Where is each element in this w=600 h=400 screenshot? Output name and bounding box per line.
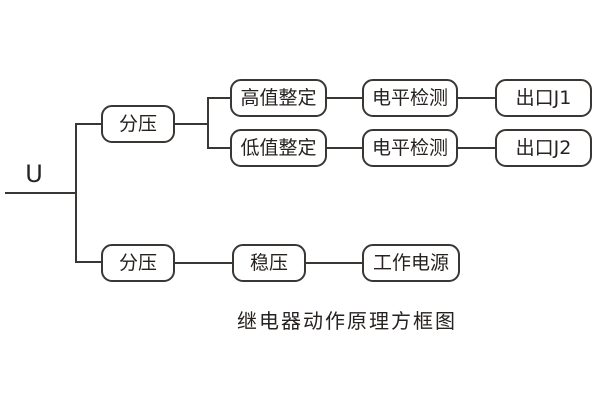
connector-trunk-to-divider-top <box>76 123 101 125</box>
block-outlet-j1-label: 出口J1 <box>515 86 572 109</box>
block-divider-top-label: 分压 <box>118 112 157 135</box>
connector-low-to-level-detect <box>327 147 362 149</box>
connector-split-vertical <box>207 97 209 149</box>
block-low-setting: 低值整定 <box>230 129 327 167</box>
block-outlet-j2-label: 出口J2 <box>515 136 572 159</box>
block-working-power-label: 工作电源 <box>372 251 449 274</box>
connector-split-to-high-setting <box>208 97 230 99</box>
connector-split-to-low-setting <box>208 147 230 149</box>
block-level-detect-2-label: 电平检测 <box>371 136 448 159</box>
connector-trunk-vertical <box>75 123 77 263</box>
connector-input-line <box>5 192 76 194</box>
connector-trunk-to-divider-bottom <box>76 261 101 263</box>
connector-level-detect-to-outlet-j1 <box>458 97 495 99</box>
connector-high-to-level-detect <box>327 97 362 99</box>
block-regulator-label: 稳压 <box>249 251 288 274</box>
block-divider-bottom: 分压 <box>101 244 175 282</box>
block-outlet-j2: 出口J2 <box>495 129 592 167</box>
block-level-detect-1: 电平检测 <box>362 79 458 117</box>
connector-level-detect-to-outlet-j2 <box>458 147 495 149</box>
connector-divider-to-split <box>175 123 209 125</box>
block-outlet-j1: 出口J1 <box>495 79 592 117</box>
block-divider-top: 分压 <box>101 105 175 143</box>
connector-divider-to-regulator <box>175 262 232 264</box>
block-regulator: 稳压 <box>232 244 306 282</box>
block-divider-bottom-label: 分压 <box>118 251 157 274</box>
connector-regulator-to-working-power <box>306 262 362 264</box>
diagram-caption: 继电器动作原理方框图 <box>237 309 457 333</box>
block-working-power: 工作电源 <box>362 244 460 282</box>
block-level-detect-1-label: 电平检测 <box>371 86 448 109</box>
block-low-setting-label: 低值整定 <box>240 136 317 159</box>
block-high-setting: 高值整定 <box>230 79 327 117</box>
block-high-setting-label: 高值整定 <box>240 86 317 109</box>
block-level-detect-2: 电平检测 <box>362 129 458 167</box>
input-voltage-label: U <box>25 160 43 188</box>
